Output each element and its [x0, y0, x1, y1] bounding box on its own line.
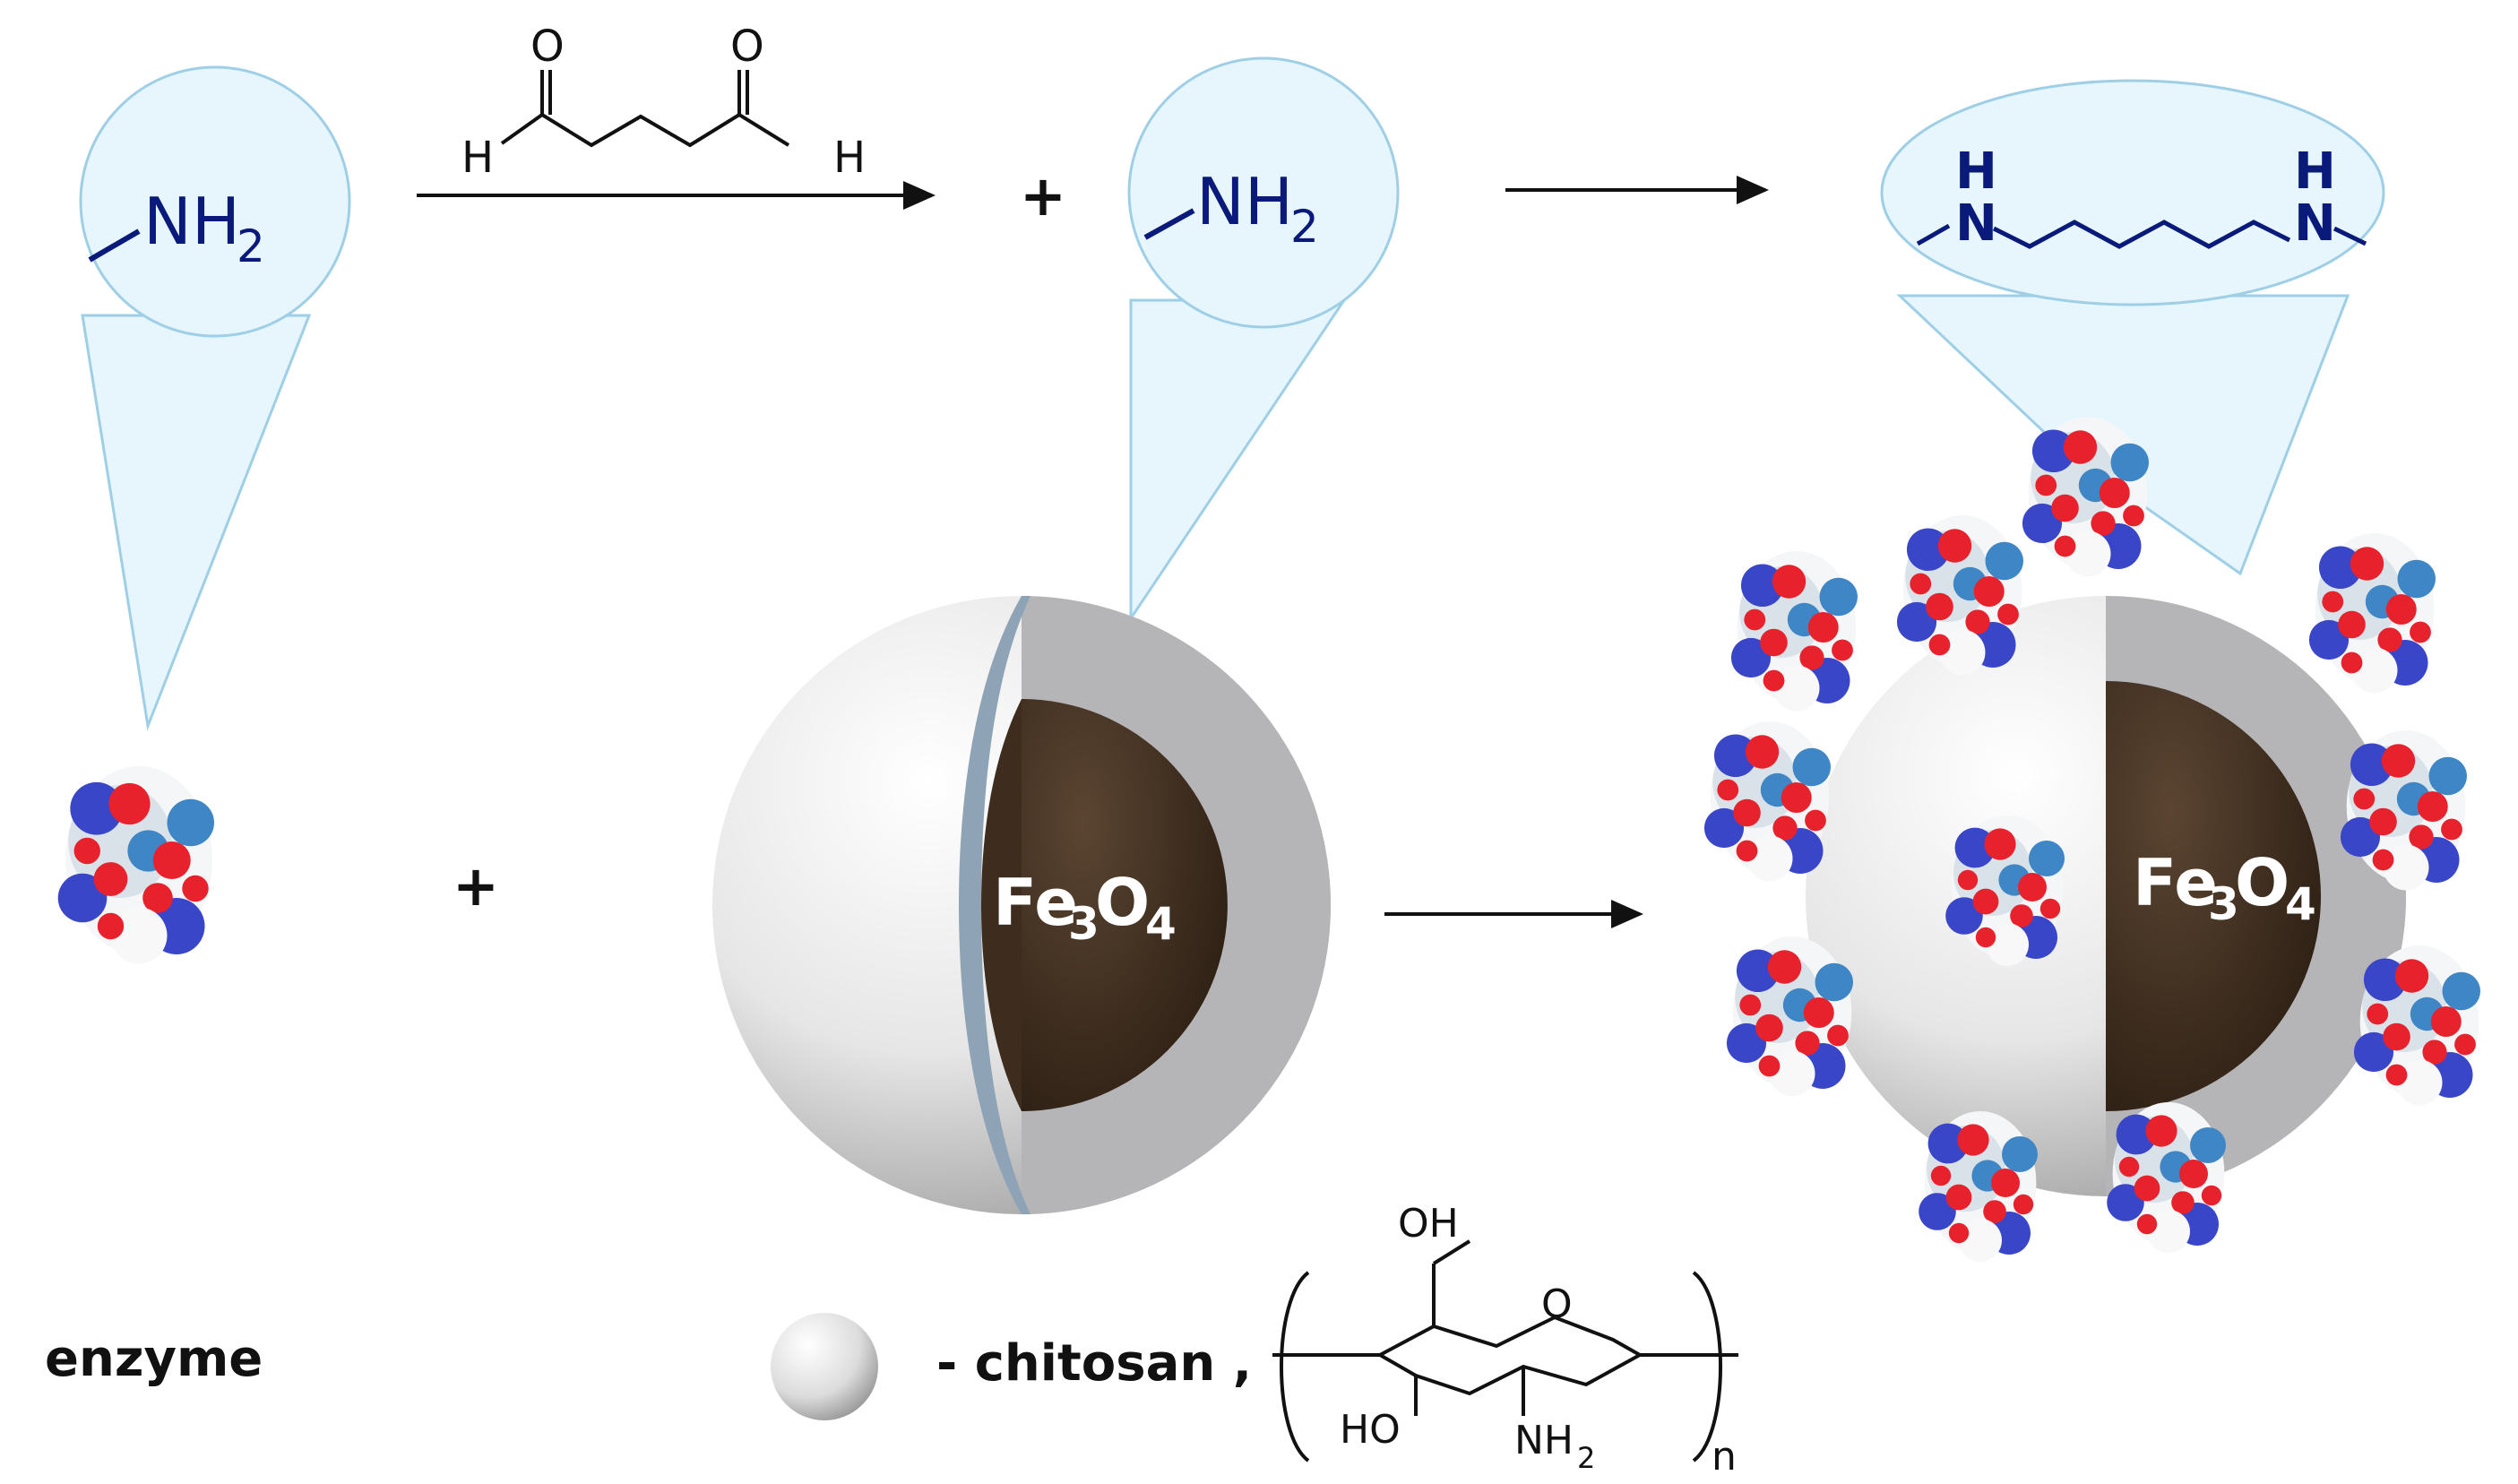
- chitosan-nh-sub: 2: [1577, 1441, 1595, 1475]
- aldehyde-o-left: O: [530, 22, 565, 72]
- chitosan-bead-icon: [771, 1313, 878, 1420]
- linker-n-right: N: [2294, 194, 2336, 253]
- enzyme-label: enzyme: [45, 1330, 263, 1388]
- aldehyde-o-right: O: [730, 22, 764, 72]
- linker-h-left: H: [1955, 142, 1997, 201]
- core-label-sub4: 4: [1145, 898, 1177, 950]
- plus-top: +: [1020, 163, 1066, 229]
- core-label-o-2: O: [2235, 845, 2289, 920]
- core-label-sub3: 3: [1068, 898, 1099, 950]
- aldehyde-h-right: H: [833, 133, 866, 183]
- chitosan-n: n: [1712, 1434, 1737, 1480]
- amine-label-mid: NH: [1196, 164, 1293, 239]
- amine-label-left: NH: [143, 184, 240, 259]
- magnifier-enzyme-amine: NH 2: [79, 65, 351, 731]
- amine-sub-mid: 2: [1290, 201, 1319, 253]
- chitosan-nh: NH: [1514, 1418, 1574, 1463]
- chitosan-ho: HO: [1340, 1407, 1401, 1453]
- core-label-fe-2: Fe: [2133, 845, 2218, 920]
- chitosan-structure: OH O HO NH 2 n: [1272, 1201, 1738, 1480]
- chitosan-ring-o: O: [1541, 1281, 1573, 1327]
- immobilized-nanoparticle-icon: Fe 3 O 4: [1703, 417, 2480, 1262]
- plus-mid: +: [453, 853, 499, 919]
- chitosan-label: - chitosan ,: [936, 1334, 1252, 1393]
- aldehyde-h-left: H: [461, 133, 494, 183]
- core-label-sub4-2: 4: [2285, 878, 2316, 930]
- linker-n-left: N: [1955, 194, 1997, 253]
- glutaraldehyde-structure: O O H H: [461, 22, 866, 183]
- chitosan-oh: OH: [1398, 1201, 1459, 1247]
- nanoparticle-icon: Fe 3 O 4: [712, 596, 1331, 1214]
- core-label-sub3-2: 3: [2208, 878, 2239, 930]
- core-label-o: O: [1095, 865, 1150, 940]
- linker-h-right: H: [2294, 142, 2336, 201]
- amine-sub-left: 2: [237, 220, 265, 272]
- enzyme-icon: [57, 766, 214, 964]
- magnifier-support-amine: NH 2: [1127, 56, 1400, 623]
- core-label-fe: Fe: [993, 865, 1078, 940]
